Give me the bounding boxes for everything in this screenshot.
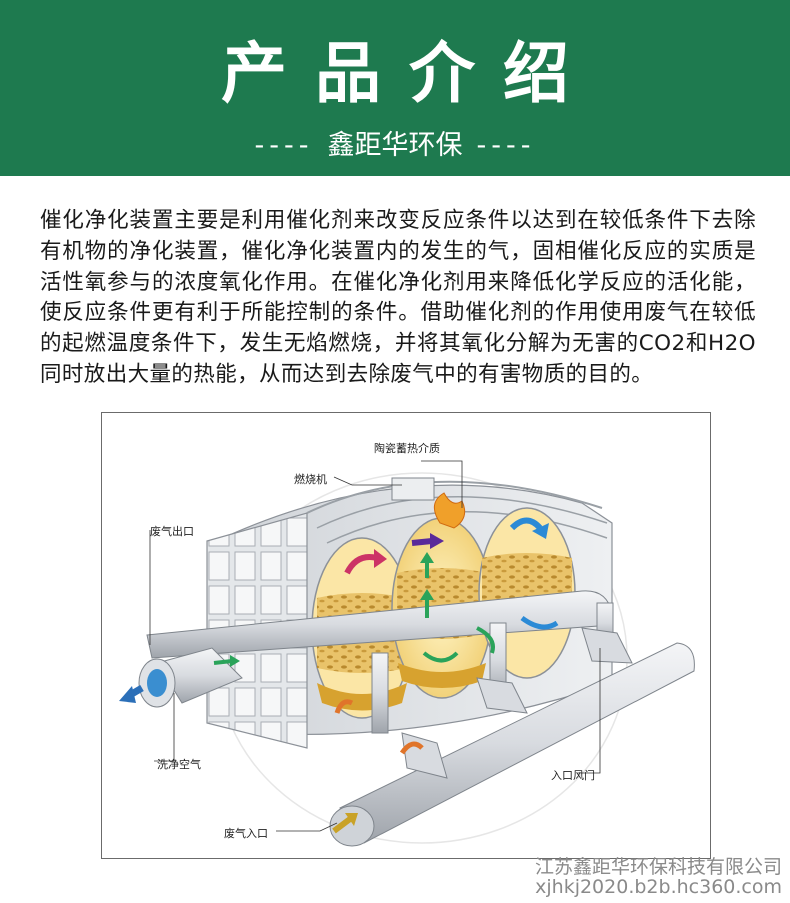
header-banner: 产品介绍 ---- 鑫距华环保 ---- [0,0,790,176]
label-burner: 燃烧机 [294,473,327,486]
label-purge-air: 洗净空气 [157,758,201,771]
label-exhaust-outlet: 废气出口 [150,525,194,538]
watermark-site: xjhkj2020.b2b.hc360.com [535,876,782,898]
label-inlet-damper: 入口风门 [551,769,595,782]
page-title: 产品介绍 [221,35,597,112]
brand-subtitle: ---- 鑫距华环保 ---- [0,128,790,164]
rto-illustration [119,460,695,847]
label-exhaust-inlet: 废气入口 [224,827,268,840]
flow-arrows [119,517,559,834]
label-ceramic-media: 陶瓷蓄热介质 [374,442,440,455]
rto-diagram: 陶瓷蓄热介质 燃烧机 废气出口 洗净空气 入口风门 废气入口 [101,412,711,859]
brand-name: 鑫距华环保 [327,130,463,161]
dash-right: ---- [476,130,536,161]
dash-left: ---- [254,130,314,161]
product-description: 催化净化装置主要是利用催化剂来改变反应条件以达到在较低条件下去除有机物的净化装置… [40,208,756,387]
watermark-company: 江苏鑫距华环保科技有限公司 [534,856,782,878]
